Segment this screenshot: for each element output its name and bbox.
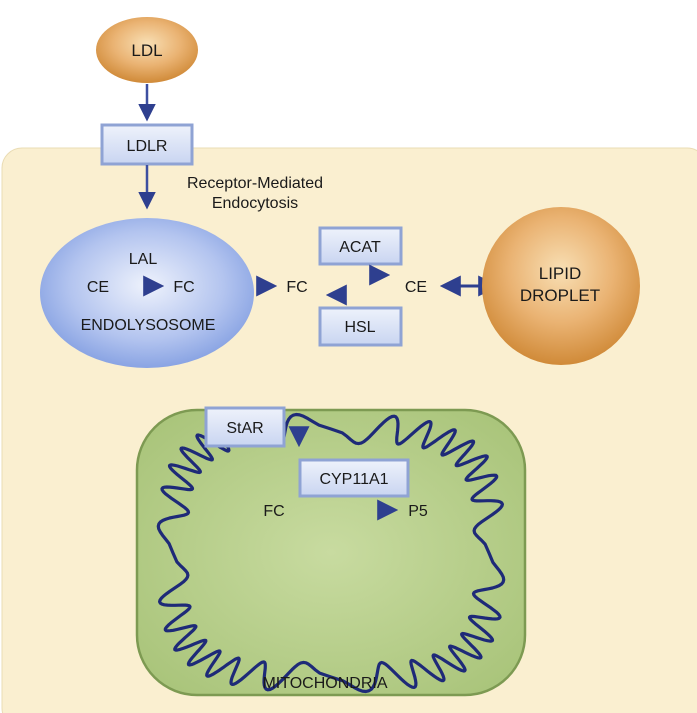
inner-membrane-cristae xyxy=(156,412,506,694)
cyp11a1-box xyxy=(298,458,410,498)
endolysosome-label: ENDOLYSOSOME xyxy=(81,317,216,334)
ldl-particle xyxy=(96,17,198,83)
ldlr-box xyxy=(100,123,194,166)
cytosol-ce-label: CE xyxy=(405,279,427,296)
hsl-box xyxy=(318,306,403,347)
p5-label: P5 xyxy=(408,503,428,520)
mitochondria-label: MITOCHONDRIA xyxy=(262,675,387,692)
ldlr-label: LDLR xyxy=(127,138,168,155)
lal-label: LAL xyxy=(129,251,158,268)
endocytosis-label-line2: Endocytosis xyxy=(212,195,298,212)
hsl-label: HSL xyxy=(344,319,375,336)
star-label: StAR xyxy=(226,420,263,437)
star-box xyxy=(204,406,286,448)
lipid-droplet-label-line2: DROPLET xyxy=(520,286,600,305)
acat-label: ACAT xyxy=(339,239,381,256)
lysosome-ce-label: CE xyxy=(87,279,109,296)
endocytosis-label-line1: Receptor-Mediated xyxy=(187,175,323,192)
endolysosome xyxy=(40,218,254,368)
lysosome-fc-label: FC xyxy=(173,279,194,296)
cytosol-fc-label: FC xyxy=(286,279,307,296)
mito-fc-label: FC xyxy=(263,503,284,520)
mitochondrion xyxy=(135,408,527,697)
cyp11a1-label: CYP11A1 xyxy=(319,471,388,488)
lipid-droplet-label-line1: LIPID xyxy=(539,264,582,283)
ldl-label: LDL xyxy=(131,41,162,60)
lipid-droplet xyxy=(482,207,640,365)
acat-box xyxy=(318,226,403,266)
